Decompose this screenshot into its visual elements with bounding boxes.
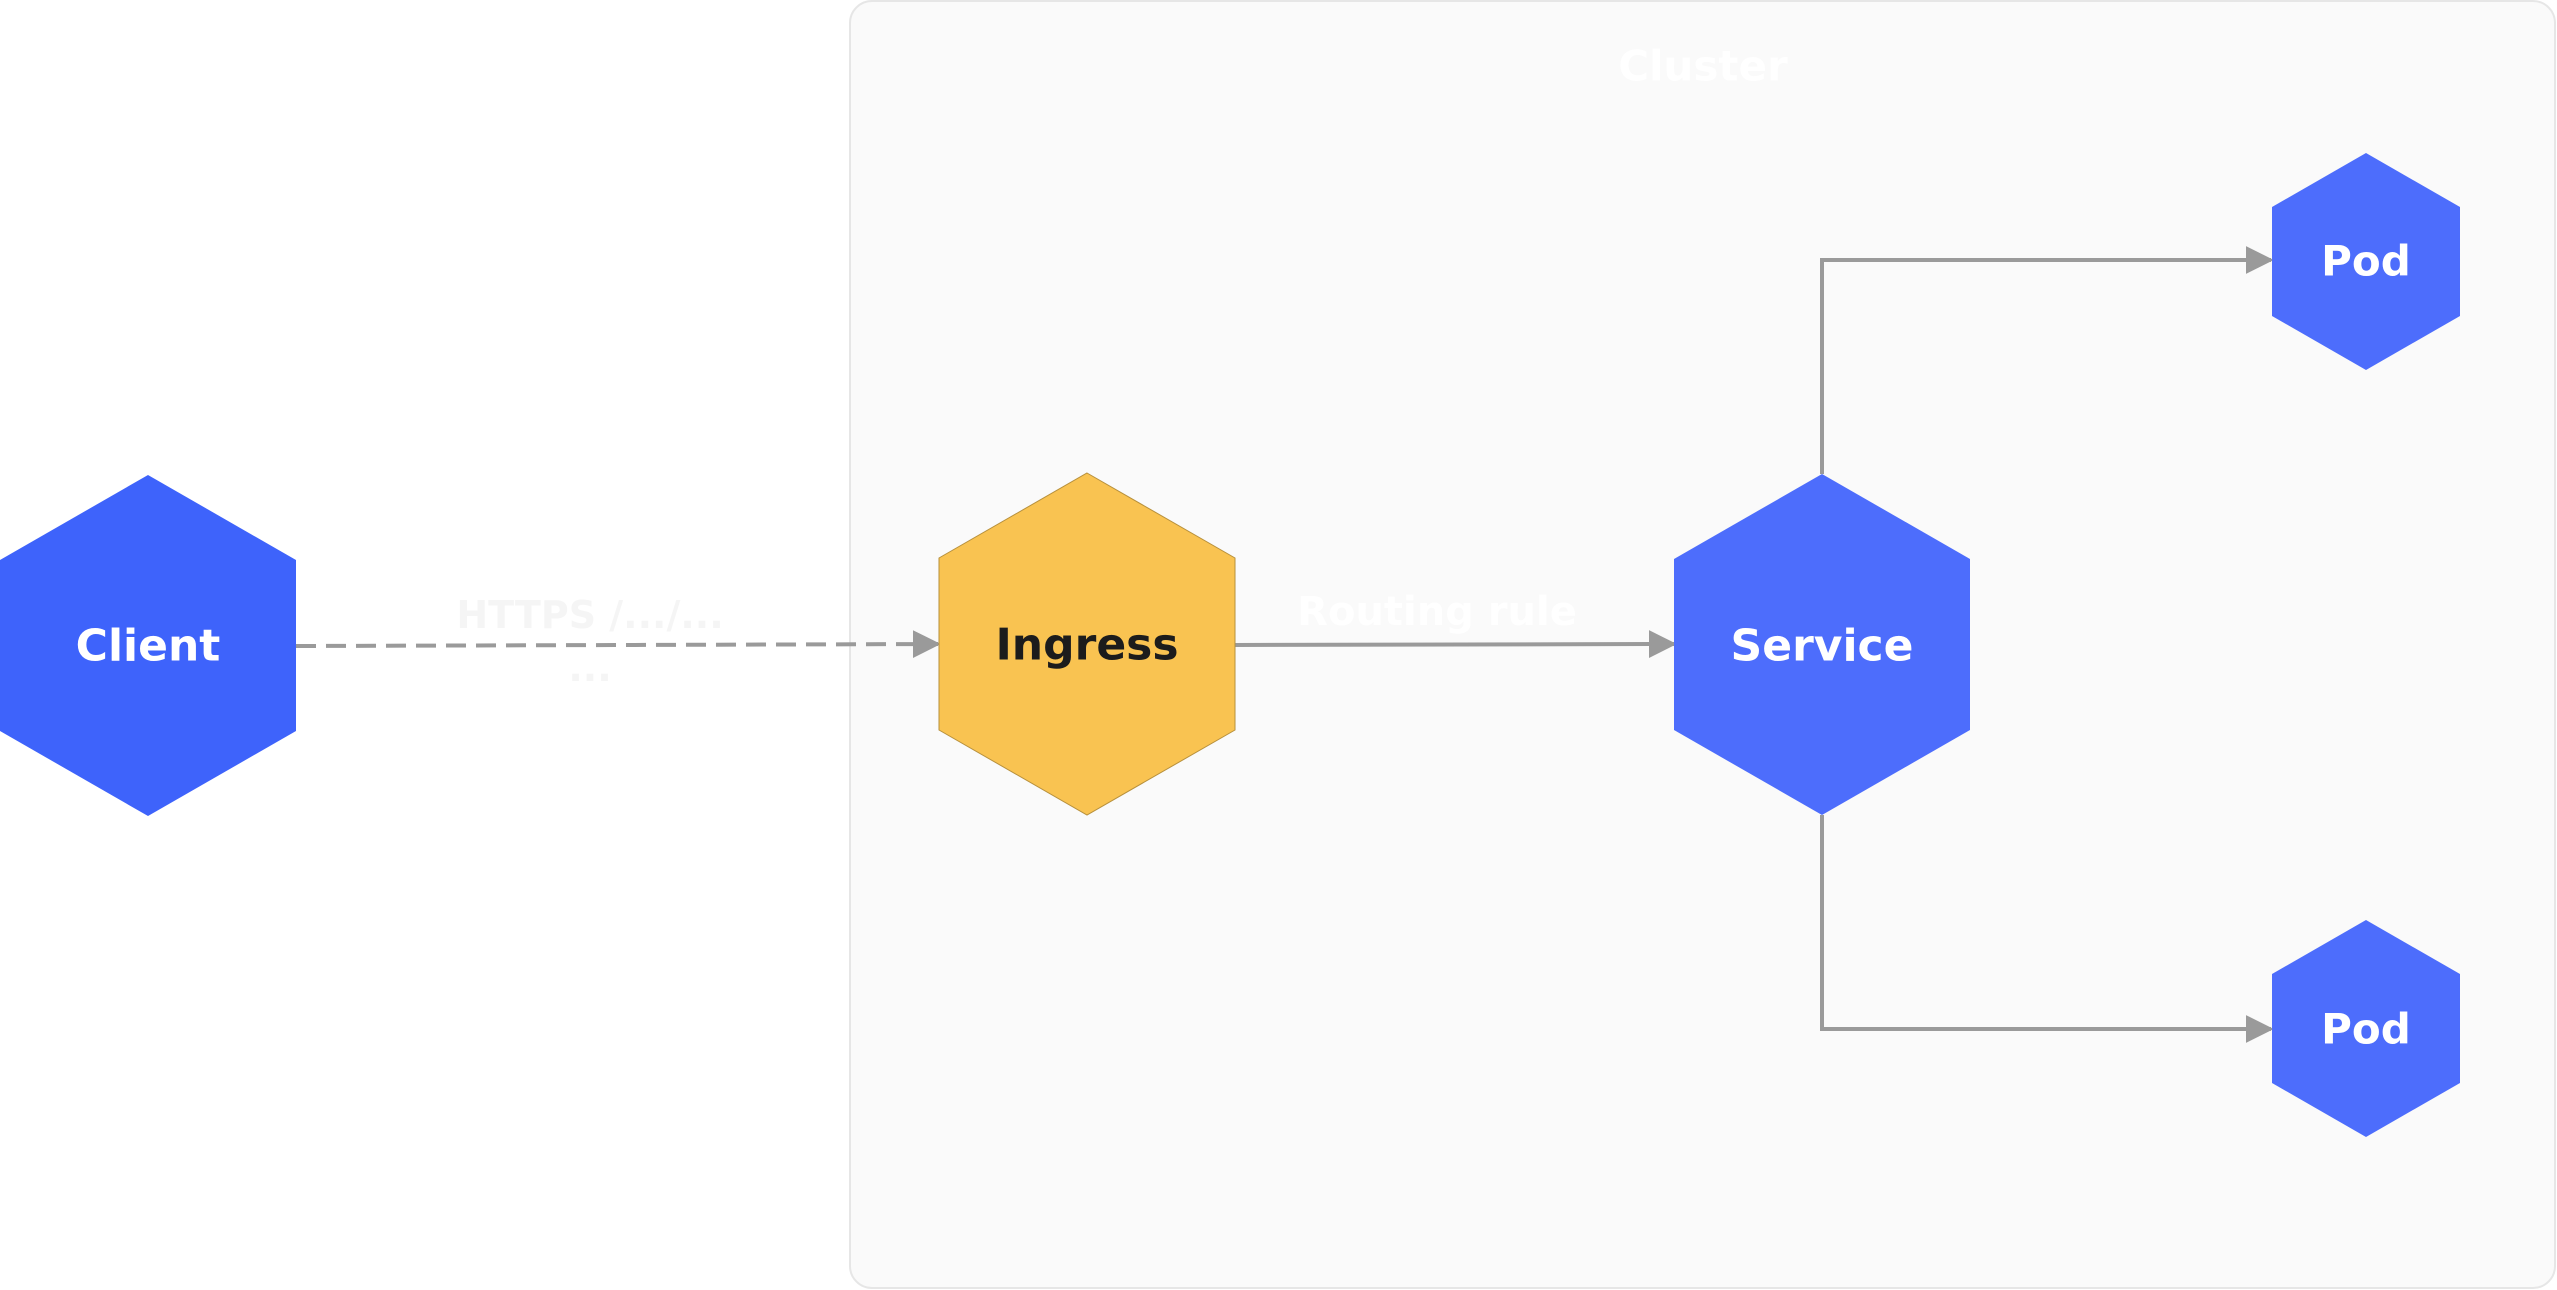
node-client[interactable]: Client: [0, 475, 296, 816]
pod-bottom-label: Pod: [2321, 1005, 2411, 1054]
edge-label-ingress-service: Routing rule: [1297, 589, 1577, 635]
service-hexagon[interactable]: [1674, 474, 1970, 815]
ingress-hexagon[interactable]: [938, 472, 1236, 816]
node-ingress[interactable]: Ingress: [938, 472, 1236, 816]
edge-label-client-ingress-line2: ...: [568, 646, 611, 690]
client-hexagon[interactable]: [0, 475, 296, 816]
edge-client-ingress: [295, 630, 941, 659]
cluster-label: Cluster: [1618, 42, 1788, 91]
node-pod-bottom[interactable]: Pod: [2272, 920, 2460, 1137]
edges: HTTPS /.../... ... Routing rule: [295, 246, 2274, 1043]
node-pod-top[interactable]: Pod: [2272, 153, 2460, 370]
client-label: Client: [76, 621, 221, 672]
pod-bottom-hexagon[interactable]: [2272, 920, 2460, 1137]
node-service[interactable]: Service: [1674, 474, 1970, 815]
ingress-label: Ingress: [995, 620, 1178, 671]
pod-top-hexagon[interactable]: [2272, 153, 2460, 370]
edge-label-client-ingress-line1: HTTPS /.../...: [456, 593, 723, 637]
service-label: Service: [1731, 621, 1914, 672]
edge-ingress-service: [1234, 630, 1677, 659]
edge-service-pod-bottom: [1820, 815, 2274, 1043]
edge-service-pod-top: [1820, 246, 2274, 474]
pod-top-label: Pod: [2321, 237, 2411, 286]
